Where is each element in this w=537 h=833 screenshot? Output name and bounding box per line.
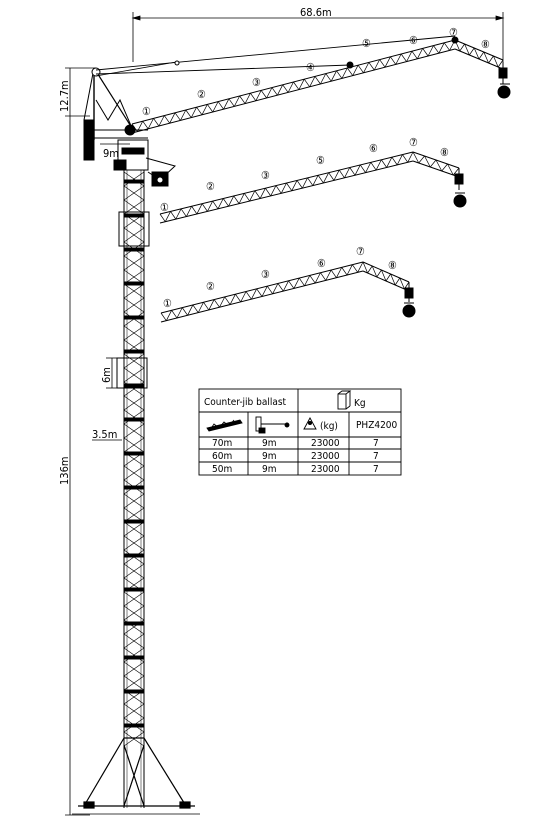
counter-jib-icon <box>255 416 290 434</box>
ballast-table <box>198 388 402 476</box>
jib-length-label: 68.6m <box>300 6 332 19</box>
table-weight-unit: (kg) <box>320 421 338 432</box>
table-cell-jib: 60m <box>212 451 232 462</box>
jib-2-section: ① <box>160 201 169 214</box>
jib-main-section: ① <box>142 105 151 118</box>
table-cell-weight: 23000 <box>311 438 340 449</box>
head-height-label: 12.7m <box>58 80 71 112</box>
jib-3-section: ① <box>163 297 172 310</box>
counter-jib-length-label: 9m <box>103 147 119 160</box>
jib-variant-3 <box>160 261 410 323</box>
jib-main-section: ⑦ <box>449 26 458 39</box>
tower-base <box>72 737 200 815</box>
jib-variant-2 <box>159 151 460 224</box>
jib-3-section: ③ <box>261 268 270 281</box>
table-cell-weight: 23000 <box>311 464 340 475</box>
hook-main <box>497 62 511 99</box>
jib-2-section: ⑦ <box>409 136 418 149</box>
jib-3-section: ⑥ <box>317 257 326 270</box>
table-cell-counter: 9m <box>262 464 277 475</box>
table-cell-jib: 70m <box>212 438 232 449</box>
table-cell-qty: 7 <box>373 451 379 462</box>
tower-height-label: 136m <box>58 456 71 485</box>
jib-main-section: ② <box>197 88 206 101</box>
ballast-block-icon <box>337 390 352 410</box>
table-cell-counter: 9m <box>262 438 277 449</box>
slewing-unit <box>113 139 176 187</box>
hook-variant-2 <box>453 168 467 208</box>
jib-main <box>131 39 504 134</box>
jib-3-section: ⑧ <box>388 259 397 272</box>
hook-variant-3 <box>402 282 416 318</box>
table-cell-weight: 23000 <box>311 451 340 462</box>
weight-icon <box>303 417 317 430</box>
dimension-labels: 68.6m 12.7m 9m 136m 6m 3.5m <box>58 6 332 485</box>
climbing-frame-lower <box>116 357 148 389</box>
ballast-table-text: Counter-jib ballast Kg (kg) PHZ4200 70m … <box>204 397 398 475</box>
jib-3-section: ② <box>206 280 215 293</box>
tower-mast <box>123 170 145 808</box>
jib-2-section: ⑥ <box>369 142 378 155</box>
jib-icon <box>206 419 243 432</box>
jib-main-section-labels: ① ② ③ ④ ⑤ ⑥ ⑦ ⑧ <box>142 26 490 118</box>
table-model-label: PHZ4200 <box>356 420 398 431</box>
jib-main-section: ⑧ <box>481 38 490 51</box>
table-cell-counter: 9m <box>262 451 277 462</box>
section-6m-label: 6m <box>100 367 113 383</box>
jib-3-section-labels: ① ② ③ ⑥ ⑦ ⑧ <box>163 245 397 310</box>
table-header-left: Counter-jib ballast <box>204 397 287 408</box>
counterweight-block <box>83 119 95 161</box>
jib-2-section: ⑤ <box>316 154 325 167</box>
jib-main-section: ⑥ <box>409 34 418 47</box>
jib-2-section: ⑧ <box>440 146 449 159</box>
jib-main-section: ⑤ <box>362 37 371 50</box>
dimension-lines <box>65 12 505 816</box>
jib-main-section: ③ <box>252 76 261 89</box>
table-cell-qty: 7 <box>373 438 379 449</box>
section-3-5m-label: 3.5m <box>92 428 117 441</box>
jib-main-section: ④ <box>306 61 315 74</box>
jib-2-section: ③ <box>261 169 270 182</box>
jib-2-section: ② <box>206 180 215 193</box>
table-cell-qty: 7 <box>373 464 379 475</box>
jib-2-section-labels: ① ② ③ ⑤ ⑥ ⑦ ⑧ <box>160 136 449 214</box>
climbing-frame-upper <box>118 211 150 247</box>
table-header-unit: Kg <box>354 398 366 409</box>
jib-3-section: ⑦ <box>356 245 365 258</box>
table-cell-jib: 50m <box>212 464 232 475</box>
